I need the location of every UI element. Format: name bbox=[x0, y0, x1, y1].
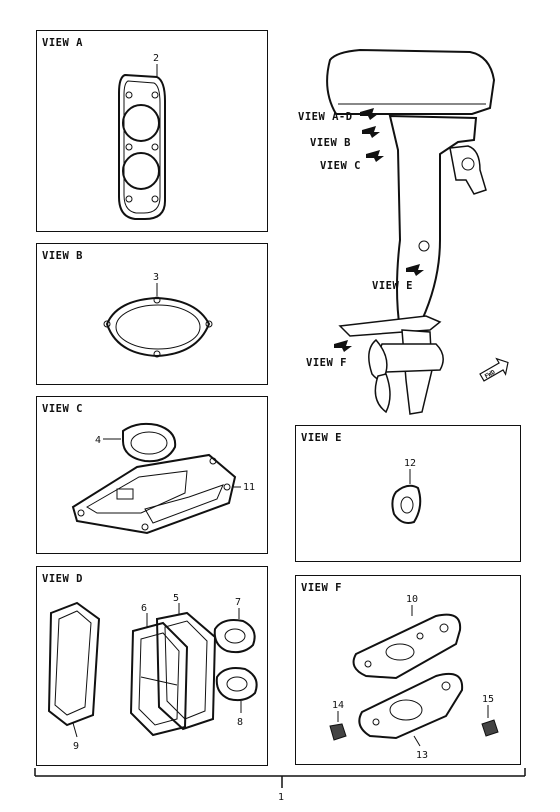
panel-title-view-e: VIEW E bbox=[301, 432, 342, 444]
gasket-f-diagram: 10 13 14 15 15 bbox=[329, 594, 499, 761]
panel-view-a: VIEW A 2 bbox=[36, 30, 268, 232]
callout-12: 12 bbox=[404, 458, 416, 469]
gasket-c-diagram: 4 11 bbox=[71, 422, 255, 535]
callout-9: 9 bbox=[73, 741, 79, 752]
panel-title-view-a: VIEW A bbox=[42, 37, 83, 49]
panel-title-view-f: VIEW F bbox=[301, 582, 342, 594]
gasket-d-diagram: 9 6 5 7 8 bbox=[47, 593, 258, 752]
callout-6: 6 bbox=[141, 603, 147, 614]
callout-5: 5 bbox=[173, 593, 179, 604]
panel-view-c: VIEW C 4 11 bbox=[36, 396, 268, 554]
panel-title-view-c: VIEW C bbox=[42, 403, 83, 415]
callout-15-label: 15 bbox=[482, 694, 494, 705]
callout-7: 7 bbox=[235, 597, 241, 608]
outboard-motor-illustration: FWD bbox=[326, 48, 509, 415]
panel-title-view-b: VIEW B bbox=[42, 250, 83, 262]
panel-title-view-d: VIEW D bbox=[42, 573, 83, 585]
callout-13: 13 bbox=[416, 750, 428, 761]
callout-10: 10 bbox=[406, 594, 418, 605]
callout-4: 4 bbox=[95, 435, 101, 446]
panel-view-b: VIEW B 3 bbox=[36, 243, 268, 385]
panel-view-d: VIEW D 9 6 5 7 8 bbox=[36, 566, 268, 766]
cylinder-head-gasket-diagram: 2 bbox=[118, 53, 166, 220]
callout-1: 1 bbox=[278, 792, 284, 803]
assembly-bracket: 1 bbox=[34, 768, 526, 803]
fwd-label: FWD bbox=[484, 369, 497, 381]
panel-view-e: VIEW E 12 bbox=[295, 425, 521, 562]
label-view-c-engine: VIEW C bbox=[320, 160, 361, 172]
callout-2: 2 bbox=[153, 53, 159, 64]
callout-14: 14 bbox=[332, 700, 344, 711]
label-view-f-engine: VIEW F bbox=[306, 357, 347, 369]
label-view-a-d: VIEW A-D bbox=[298, 111, 353, 123]
callout-3: 3 bbox=[153, 272, 159, 283]
gasket-e-diagram: 12 bbox=[391, 458, 422, 524]
label-view-e-engine: VIEW E bbox=[372, 280, 413, 292]
callout-11: 11 bbox=[243, 482, 255, 493]
panel-view-f: VIEW F 10 13 14 15 15 bbox=[295, 575, 521, 765]
label-view-b-engine: VIEW B bbox=[310, 137, 351, 149]
gasket-b-diagram: 3 bbox=[103, 272, 213, 358]
callout-8: 8 bbox=[237, 717, 243, 728]
